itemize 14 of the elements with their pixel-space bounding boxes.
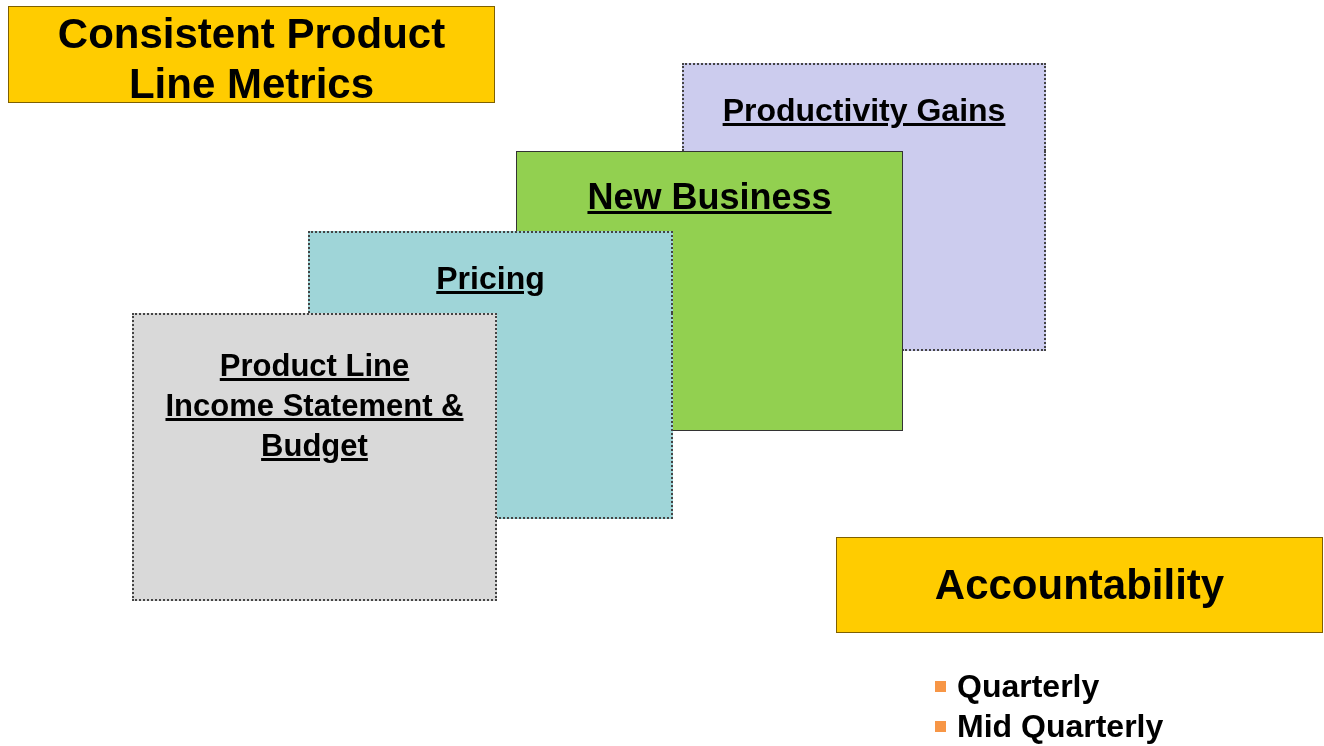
card-heading: Product Line Income Statement & Budget (164, 347, 465, 465)
heading-box (836, 537, 1323, 633)
card-heading: New Business (586, 175, 833, 219)
bullet-text: Quarterly (957, 667, 1100, 705)
topic-card (132, 313, 497, 601)
card-heading: Productivity Gains (721, 91, 1007, 130)
heading-text: Accountability (933, 562, 1226, 608)
topic-card (682, 63, 1046, 151)
topic-card (516, 151, 903, 231)
heading-text: Consistent Product Line Metrics (56, 9, 447, 109)
card-heading: Pricing (435, 259, 546, 298)
bullet-text: Mid Quarterly (957, 707, 1164, 745)
topic-card (308, 231, 673, 313)
heading-box (8, 6, 495, 103)
